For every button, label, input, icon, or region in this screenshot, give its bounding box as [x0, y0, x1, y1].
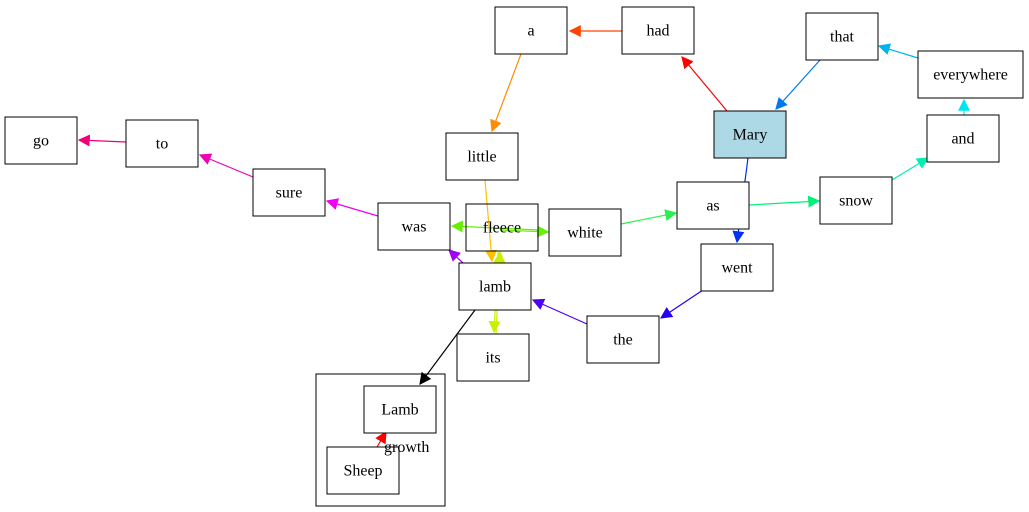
node-label-snow: snow [839, 193, 873, 210]
node-and[interactable]: and [926, 114, 1000, 163]
node-sure[interactable]: sure [252, 168, 326, 217]
node-everywhere[interactable]: everywhere [917, 50, 1024, 99]
node-its[interactable]: its [456, 333, 530, 382]
node-lamb2[interactable]: Lamb [363, 385, 437, 434]
node-to[interactable]: to [125, 119, 199, 168]
edge-that-to-mary [775, 59, 821, 110]
node-a[interactable]: a [494, 6, 568, 55]
node-label-little: little [467, 149, 496, 166]
edge-was-to-sure [325, 198, 379, 217]
node-was[interactable]: was [377, 202, 451, 251]
edge-a-to-little [490, 53, 522, 133]
node-label-everywhere: everywhere [933, 67, 1008, 84]
node-box-lamb [458, 262, 532, 311]
node-box-sheep [326, 446, 400, 495]
node-label-sure: sure [276, 185, 303, 202]
cluster-box [315, 373, 446, 507]
edge-everywhere-to-that [877, 43, 919, 59]
node-label-lamb: lamb [479, 279, 511, 296]
node-label-that: that [830, 29, 855, 46]
node-white[interactable]: white [548, 208, 622, 257]
node-box-was [377, 202, 451, 251]
node-sheep[interactable]: Sheep [326, 446, 400, 495]
node-little[interactable]: little [445, 132, 519, 181]
node-box-the [586, 315, 660, 364]
edge-lamb-to-growth-cluster [419, 309, 476, 385]
edge-mary-to-had [681, 56, 728, 112]
node-label-lamb2: Lamb [381, 402, 418, 419]
node-box-fleece [465, 203, 539, 252]
node-that[interactable]: that [805, 12, 879, 61]
node-went[interactable]: went [700, 243, 774, 292]
edge-to-to-go [77, 134, 127, 147]
node-label-go: go [33, 133, 49, 150]
node-box-had [621, 6, 695, 55]
node-label-went: went [721, 260, 753, 277]
node-box-a [494, 6, 568, 55]
node-mary[interactable]: Mary [713, 110, 787, 159]
node-box-go [4, 116, 78, 165]
edge-label-sheep-to-lamb2: growth [384, 439, 429, 456]
edge-sure-to-to [198, 153, 254, 178]
node-box-white [548, 208, 622, 257]
node-the[interactable]: the [586, 315, 660, 364]
node-box-as [676, 181, 750, 230]
edge-fleece-to-white [499, 225, 550, 238]
edge-little-to-lamb [484, 179, 498, 263]
edge-lamb-to-was [448, 249, 464, 264]
node-box-little [445, 132, 519, 181]
node-box-lamb2 [363, 385, 437, 434]
node-label-fleece: fleece [483, 220, 521, 237]
node-label-its: its [485, 350, 500, 367]
node-go[interactable]: go [4, 116, 78, 165]
node-label-white: white [567, 225, 603, 242]
node-label-as: as [706, 198, 719, 215]
edge-white-to-was [450, 220, 541, 233]
edge-as-to-snow [748, 195, 821, 208]
node-box-and [926, 114, 1000, 163]
node-label-to: to [156, 136, 168, 153]
node-box-snow [819, 176, 893, 225]
edge-white-to-as [620, 209, 678, 225]
edge-went-to-the [660, 289, 704, 319]
node-box-went [700, 243, 774, 292]
node-box-that [805, 12, 879, 61]
node-box-sure [252, 168, 326, 217]
node-box-mary [713, 110, 787, 159]
node-label-was: was [402, 219, 427, 236]
node-label-had: had [646, 23, 669, 40]
node-label-mary: Mary [733, 127, 768, 144]
node-label-the: the [613, 332, 633, 349]
node-box-its [456, 333, 530, 382]
node-box-to [125, 119, 199, 168]
edge-snow-to-and [891, 157, 930, 181]
node-box-everywhere [917, 50, 1024, 99]
node-as[interactable]: as [676, 181, 750, 230]
node-lamb[interactable]: lamb [458, 262, 532, 311]
edge-sheep-to-lamb2 [375, 430, 387, 448]
node-had[interactable]: had [621, 6, 695, 55]
edge-the-to-lamb [531, 298, 588, 325]
node-label-sheep: Sheep [343, 463, 382, 480]
node-label-and: and [951, 131, 974, 148]
node-fleece[interactable]: fleece [465, 203, 539, 252]
node-snow[interactable]: snow [819, 176, 893, 225]
node-label-a: a [527, 23, 534, 40]
